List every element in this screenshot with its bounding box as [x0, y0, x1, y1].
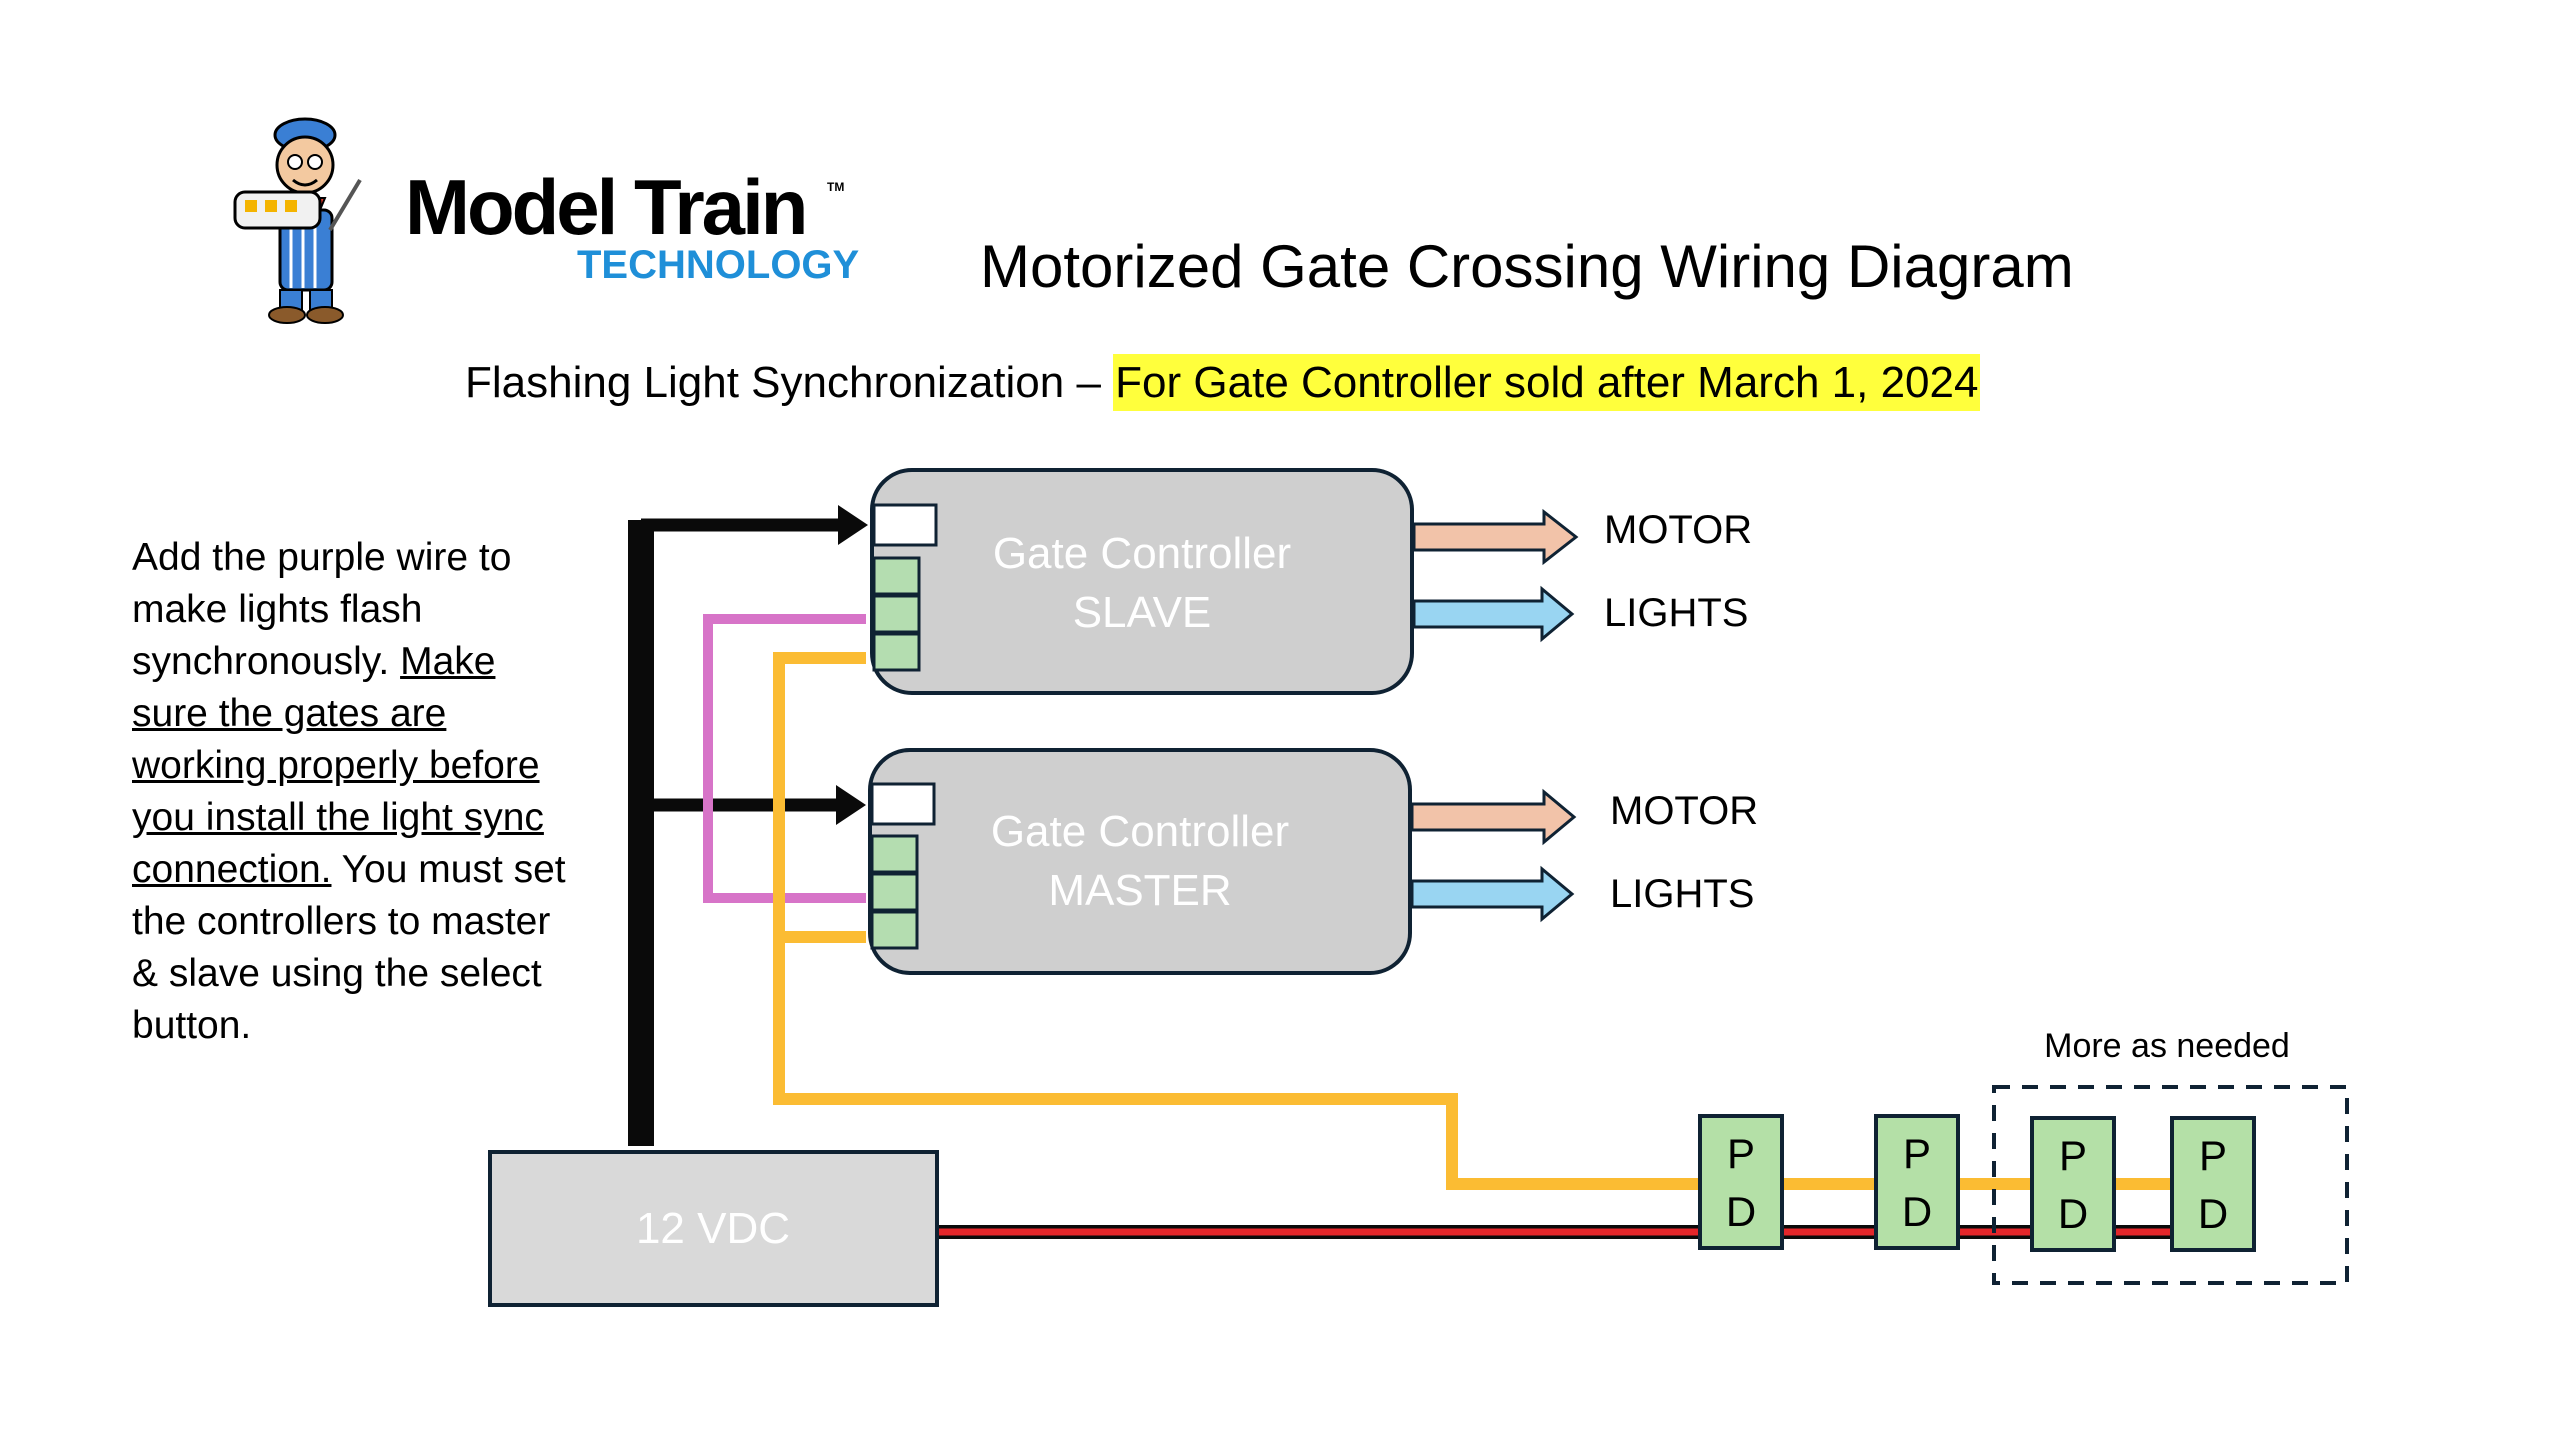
- slave-terminal-3: [872, 632, 921, 672]
- more-as-needed-box: [1992, 1085, 2349, 1285]
- master-label-line2: MASTER: [1048, 866, 1231, 915]
- master-terminal-1: [870, 834, 919, 874]
- pd-1-letter-d: D: [1726, 1188, 1756, 1235]
- pd-module-4: P D: [2170, 1116, 2256, 1252]
- more-as-needed-label: More as needed: [2044, 1027, 2290, 1065]
- master-lights-label: LIGHTS: [1610, 872, 1754, 916]
- pd-1-letter-p: P: [1727, 1130, 1755, 1177]
- master-power-terminal: [870, 782, 936, 826]
- logo-wordmark: Model Train: [405, 163, 808, 251]
- note-text-1: Add the purple wire to make lights flash…: [132, 536, 512, 683]
- subtitle: Flashing Light Synchronization – For Gat…: [465, 354, 1981, 411]
- note-warning-underlined: Make sure the gates are working properly…: [132, 640, 544, 891]
- master-terminal-3: [870, 910, 919, 950]
- slave-label-line1: Gate Controller: [993, 529, 1291, 578]
- pd-3-letter-p: P: [2059, 1132, 2087, 1179]
- black-power-wire: [628, 505, 868, 1146]
- gate-controller-master: Gate Controller MASTER: [868, 748, 1412, 975]
- page-title: Motorized Gate Crossing Wiring Diagram: [980, 233, 2074, 300]
- company-logo: Model Train TM TECHNOLOGY: [225, 110, 865, 325]
- pd-4-letter-p: P: [2199, 1132, 2227, 1179]
- subtitle-highlight: For Gate Controller sold after March 1, …: [1113, 354, 1981, 411]
- slave-terminal-2: [872, 594, 921, 634]
- power-supply-label: 12 VDC: [636, 1204, 790, 1253]
- pd-2-letter-d: D: [1902, 1188, 1932, 1235]
- logo-tagline: TECHNOLOGY: [577, 243, 860, 287]
- slave-power-terminal: [872, 503, 938, 547]
- mascot-engineer-icon: [233, 117, 362, 324]
- slave-lights-arrow: [1412, 585, 1575, 643]
- subtitle-prefix: Flashing Light Synchronization –: [465, 358, 1114, 407]
- logo-trademark: TM: [827, 180, 845, 194]
- master-motor-label: MOTOR: [1610, 789, 1758, 833]
- slave-lights-label: LIGHTS: [1604, 591, 1748, 635]
- slave-terminal-1: [872, 556, 921, 596]
- master-motor-arrow: [1410, 788, 1577, 846]
- pd-3-letter-d: D: [2058, 1190, 2088, 1237]
- master-terminal-2: [870, 872, 919, 912]
- master-lights-arrow: [1410, 865, 1575, 923]
- yellow-wire: [773, 652, 2172, 1190]
- purple-sync-wire: [703, 614, 866, 903]
- pd-module-1: P D: [1698, 1114, 1784, 1250]
- instruction-note: Add the purple wire to make lights flash…: [132, 532, 582, 1052]
- pd-module-2: P D: [1874, 1114, 1960, 1250]
- note-text-2: You must set the controllers to master &…: [132, 848, 566, 1047]
- slave-label-line2: SLAVE: [1073, 588, 1212, 637]
- power-supply-12vdc: 12 VDC: [488, 1150, 939, 1307]
- pd-2-letter-p: P: [1903, 1130, 1931, 1177]
- gate-controller-slave: Gate Controller SLAVE: [870, 468, 1414, 695]
- slave-motor-arrow: [1412, 508, 1579, 566]
- pd-4-letter-d: D: [2198, 1190, 2228, 1237]
- master-label-line1: Gate Controller: [991, 807, 1289, 856]
- slave-motor-label: MOTOR: [1604, 508, 1752, 552]
- pd-module-3: P D: [2030, 1116, 2116, 1252]
